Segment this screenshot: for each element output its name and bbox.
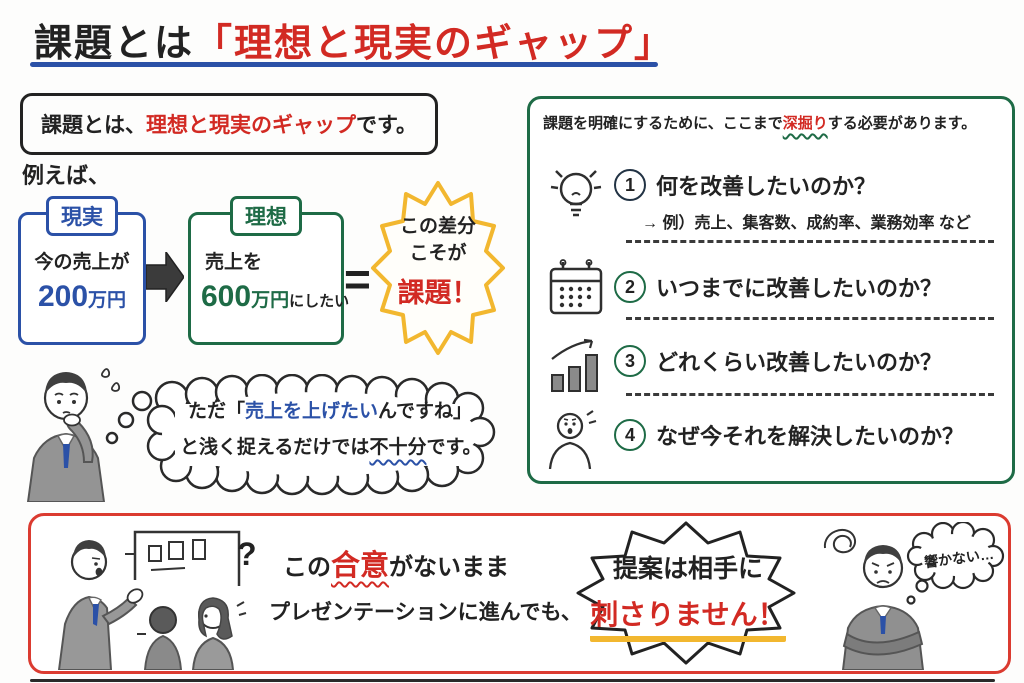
item-1-examples: → 例）売上、集客数、成約率、業務効率 など <box>642 215 971 232</box>
intro-definition-box: 課題とは、理想と現実のギャップです。 <box>20 93 438 155</box>
monologue-text: ただ「売上を上げたいんですね」 と浅く捉えるだけでは不十分です。 <box>180 394 482 466</box>
deep-dive-panel: 課題を明確にするために、ここまで深掘りする必要があります。 1 何を改善したいの… <box>527 96 1015 484</box>
ideal-line1: 売上を <box>205 252 263 273</box>
ideal-amount-suffix: にしたい <box>289 293 350 310</box>
panel-item-1: 1 何を改善したいのか？ <box>614 169 876 201</box>
gap-starburst-shape <box>371 181 505 355</box>
ideal-amount-number: 600 <box>201 280 252 313</box>
calendar-icon <box>549 259 603 315</box>
warning-line1: この合意がないまま <box>283 542 509 584</box>
presentation-scene-illustration <box>57 530 247 670</box>
monologue-l1-highlight: 売上を上げたい <box>244 401 378 422</box>
mutter-bubble-shape <box>906 522 1005 605</box>
monologue-l2-pre: と浅く捉えるだけでは <box>180 437 370 458</box>
emphasis-text: 提案は相手に 刺さりません！ <box>576 549 800 642</box>
warning-l1-highlight: 合意 <box>331 550 390 582</box>
panel-item-2: 2 いつまでに改善したいのか？ <box>614 271 942 303</box>
monologue-line1: ただ「売上を上げたいんですね」 <box>180 394 480 430</box>
gap-burst-line2: こそが <box>409 243 467 264</box>
bar-chart-icon <box>551 338 598 392</box>
panel-item-3: 3 どれくらい改善したいのか？ <box>614 345 942 377</box>
person-icon <box>548 410 597 469</box>
lightbulb-icon <box>550 170 602 217</box>
item-2-label: いつまでに改善したいのか？ <box>656 276 943 301</box>
example-label: 例えば、 <box>22 163 111 188</box>
warning-box: ? この合意がないまま プレゼンテーションに進んでも、 提案は相手に 刺さりませ… <box>28 513 1011 674</box>
item-1-label: 何を改善したいのか？ <box>656 174 877 199</box>
title-black-part: 課題とは <box>34 23 195 65</box>
emphasis-line1: 提案は相手に <box>612 555 763 583</box>
intro-post: です。 <box>356 114 417 137</box>
gap-starburst-text: この差分 こそが 課題！ <box>374 213 502 310</box>
dashed-separator-1 <box>626 240 994 243</box>
monologue-l2-wavy: 不十分 <box>369 437 427 458</box>
dashed-separator-3 <box>626 393 994 396</box>
equals-sign: = <box>344 253 371 305</box>
title-red-part: 「理想と現実のギャップ」 <box>194 23 675 65</box>
reality-amount: 200万円 <box>21 280 143 314</box>
item-1-number: 1 <box>614 169 646 201</box>
item-3-label: どれくらい改善したいのか？ <box>656 350 943 375</box>
monologue-line2: と浅く捉えるだけでは不十分です。 <box>180 430 482 466</box>
ideal-amount-unit: 万円 <box>251 290 290 311</box>
thinking-man-illustration <box>26 368 121 502</box>
reality-box: 現実 今の売上が 200万円 <box>18 196 146 345</box>
panel-header-post: する必要があります。 <box>827 115 977 132</box>
item-4-label: なぜ今それを解決したいのか？ <box>656 424 965 449</box>
item-2-number: 2 <box>614 271 646 303</box>
right-arrow-icon <box>146 252 184 302</box>
monologue-l2-post: です。 <box>426 437 482 458</box>
gap-burst-line3: 課題！ <box>397 278 479 308</box>
ideal-box: 理想 売上を 600万円にしたい <box>188 196 349 345</box>
panel-header-highlight: 深掘り <box>782 115 828 132</box>
question-mark: ? <box>237 536 257 572</box>
item-3-number: 3 <box>614 345 646 377</box>
reality-tab: 現実 <box>46 196 118 236</box>
title-underline <box>30 62 658 67</box>
panel-header: 課題を明確にするために、ここまで深掘りする必要があります。 <box>543 112 1001 133</box>
page-title: 課題とは「理想と現実のギャップ」 <box>34 12 674 67</box>
dashed-separator-2 <box>626 317 994 320</box>
item-4-number: 4 <box>614 419 646 451</box>
panel-header-pre: 課題を明確にするために、ここまで <box>543 115 783 132</box>
emphasis-line2: 刺さりません！ <box>590 593 786 642</box>
intro-pre: 課題とは、 <box>41 114 147 137</box>
frustrated-man-illustration <box>823 529 925 670</box>
reality-line1: 今の売上が <box>34 252 130 273</box>
emphasis-starburst-shape <box>576 521 796 665</box>
ideal-tab: 理想 <box>230 196 302 236</box>
warning-line2: プレゼンテーションに進んでも、 <box>269 601 582 624</box>
monologue-l1-post: んですね」 <box>377 401 473 422</box>
intro-highlight: 理想と現実のギャップ <box>146 114 357 137</box>
reality-amount-unit: 万円 <box>88 290 127 311</box>
monologue-l1-pre: ただ「 <box>187 401 245 422</box>
warning-l1-post: がないまま <box>389 554 510 581</box>
warning-l1-pre: この <box>283 554 331 581</box>
bottom-edge-line <box>30 679 995 682</box>
reality-amount-number: 200 <box>37 280 89 313</box>
ideal-amount: 600万円にしたい <box>191 280 349 314</box>
panel-item-4: 4 なぜ今それを解決したいのか？ <box>614 419 964 451</box>
gap-burst-line1: この差分 <box>399 216 476 237</box>
thought-bubble-shape <box>105 374 496 496</box>
